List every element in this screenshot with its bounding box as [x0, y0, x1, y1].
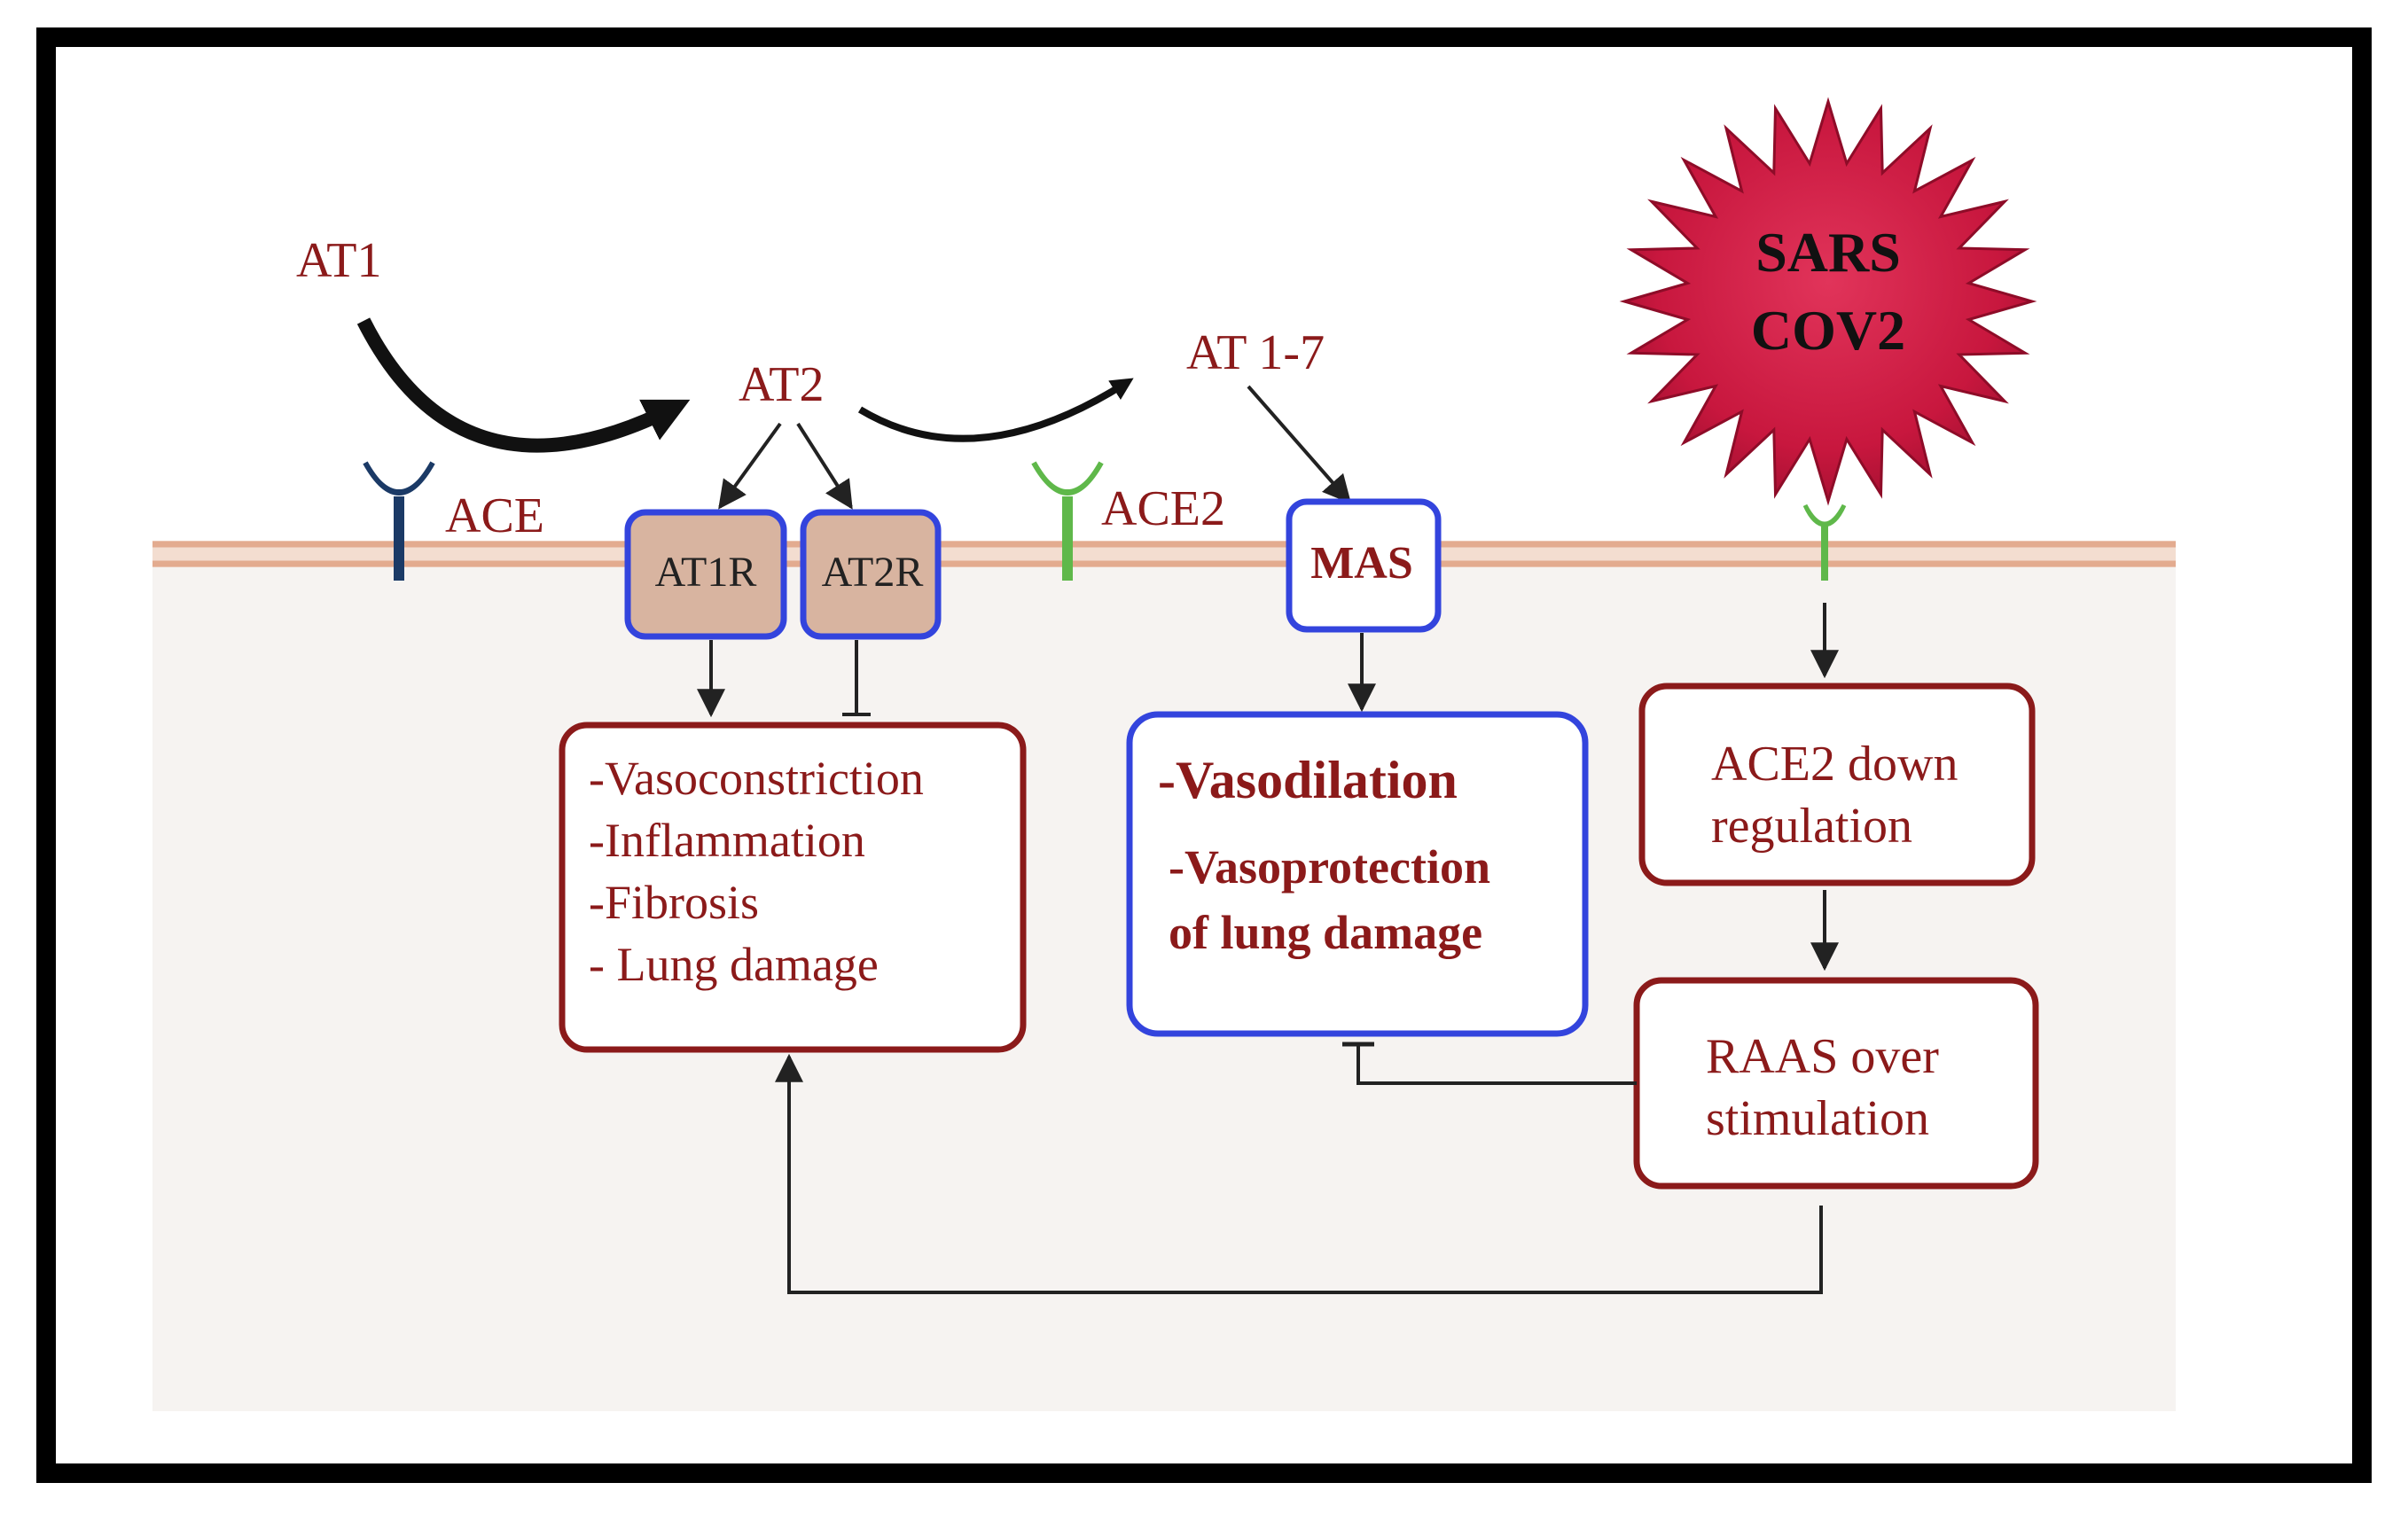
raas-overstimulation-box: RAAS over stimulation [1633, 977, 2039, 1190]
at1-to-at2-arrow [356, 317, 691, 453]
effect-item: -Fibrosis [589, 876, 759, 929]
raas-line2: stimulation [1706, 1091, 1929, 1146]
mas-effects-box: -Vasodilation -Vasoprotection of lung da… [1126, 711, 1589, 1037]
virus-label-line2: COV2 [1751, 299, 1905, 362]
vasoprotection-text: -Vasoprotection [1169, 840, 1490, 894]
at2r-receptor: AT2R [800, 509, 942, 640]
raas-line1: RAAS over [1706, 1029, 1939, 1084]
cell-membrane [152, 541, 2176, 567]
virus-ace2-receptor-icon [1802, 503, 1847, 581]
ace2-down-line1: ACE2 down [1711, 737, 1958, 792]
mas-label: MAS [1310, 538, 1413, 589]
at2r-inhibits-effects [842, 640, 871, 716]
sars-cov2-virus-icon: SARS COV2 [1619, 97, 2037, 506]
at1r-receptor: AT1R [624, 509, 787, 640]
raas-inhibits-vasodilation [1342, 1042, 1637, 1085]
at17-label: AT 1-7 [1186, 325, 1325, 380]
at2-to-at17-arrow [857, 378, 1134, 442]
at2-to-at1r-arrow [718, 422, 782, 510]
raas-to-at1r-effects-arrow [775, 1053, 1823, 1294]
virus-label-line1: SARS [1755, 221, 1901, 284]
vasodilation-text: -Vasodilation [1158, 751, 1458, 809]
at1r-effects-box: -Vasoconstriction -Inflammation -Fibrosi… [559, 722, 1027, 1053]
ace2-label: ACE2 [1101, 481, 1225, 536]
ace2-enzyme-icon [1031, 461, 1104, 581]
ace2-downregulation-box: ACE2 down regulation [1638, 683, 2036, 886]
at2-label: AT2 [739, 357, 824, 412]
at17-to-mas-arrow [1247, 385, 1352, 504]
ace-enzyme-icon [363, 461, 435, 581]
at1r-label: AT1R [655, 549, 757, 596]
effect-item: -Inflammation [589, 814, 865, 867]
effect-item: -Vasoconstriction [589, 752, 924, 805]
effect-item: - Lung damage [589, 938, 879, 991]
mas-receptor: MAS [1286, 498, 1442, 633]
lung-damage-text: of lung damage [1169, 906, 1482, 959]
at2-to-at2r-arrow [796, 422, 853, 510]
ace2-down-line2: regulation [1711, 799, 1912, 854]
ace-label: ACE [445, 488, 544, 543]
at2r-label: AT2R [822, 549, 924, 596]
at1-label: AT1 [296, 233, 381, 288]
